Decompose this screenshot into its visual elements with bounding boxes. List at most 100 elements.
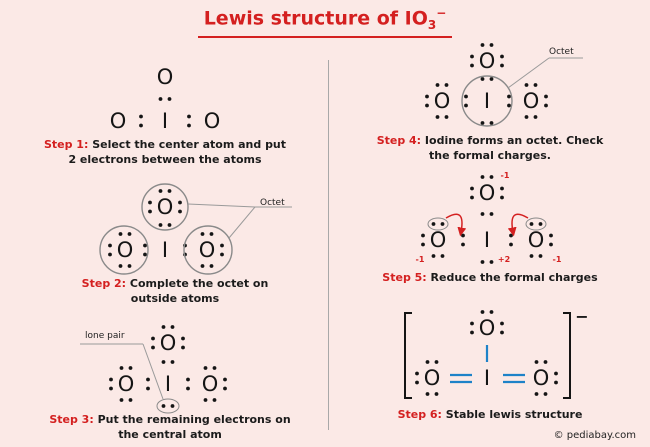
step4-iodine-lone-pair	[489, 121, 494, 125]
step1-bond-pair-right	[187, 114, 191, 119]
step3-oxygen-right: O	[202, 372, 219, 396]
step6-caption: Step 6: Stable lewis structure	[370, 407, 610, 422]
title-subscript: 3	[427, 18, 437, 33]
title-text: Lewis structure of IO	[203, 7, 428, 30]
octet-label-step2: Octet	[260, 198, 285, 208]
step5-oxygen-top: O	[479, 181, 496, 205]
step5-oxygen-left-lone-pair-left	[421, 242, 425, 247]
step3-oxygen-left-lone-pair-bottom	[128, 398, 133, 402]
step4-oxygen-right-lone-pair-top	[524, 83, 529, 87]
step3-oxygen-top-lone-pair-top	[161, 325, 166, 329]
step5-formal-charge-right: -1	[553, 255, 562, 264]
step1-bond-pair-right	[187, 123, 191, 128]
step5-electron-pair-ring-right	[525, 217, 547, 231]
step2-oxygen-right-lone-pair-top	[209, 232, 214, 236]
title-underline	[198, 36, 452, 38]
step6-oxygen-top-lone-pair-left	[470, 321, 474, 326]
step2-oxygen-right-lone-pair-bottom	[209, 264, 214, 268]
step3-oxygen-top-lone-pair-left	[151, 345, 155, 350]
step2-pointer-line	[228, 206, 256, 239]
step6-oxygen-top-lone-pair-right	[500, 330, 504, 335]
step5-oxygen-left-lone-pair-bottom	[431, 254, 436, 258]
step3-oxygen-left-lone-pair-bottom	[119, 398, 124, 402]
step3-text: Put the remaining electrons on the centr…	[93, 413, 291, 441]
step2-octet-ring-left	[99, 225, 149, 275]
step4-oxygen-right-lone-pair-bottom	[524, 115, 529, 119]
step5-bond-pair-top	[489, 212, 494, 216]
step4-oxygen-top: O	[479, 49, 496, 73]
step5-oxygen-right-lone-pair-bottom	[538, 254, 543, 258]
step3-oxygen-left-lone-pair-left	[109, 377, 113, 382]
step1-iodine: I	[162, 109, 168, 133]
step1-number: Step 1:	[43, 138, 89, 151]
step3-lone-pair-ring	[156, 398, 180, 414]
step2-oxygen-right-lone-pair-right	[220, 252, 224, 257]
step4-bond-pair-right	[507, 94, 511, 99]
step2-oxygen-top-lone-pair-left	[148, 209, 152, 214]
step2-oxygen-top-lone-pair-right	[178, 209, 182, 214]
step4-oxygen-top-lone-pair-right	[500, 54, 504, 59]
step4-oxygen-left-lone-pair-left	[425, 94, 429, 99]
step2-text: Complete the octet on outside atoms	[126, 277, 269, 305]
step3-oxygen-top-lone-pair-left	[151, 336, 155, 341]
step3-iodine: I	[165, 372, 171, 396]
step6-oxygen-top-lone-pair-top	[480, 310, 485, 314]
step2-oxygen-top-lone-pair-left	[148, 200, 152, 205]
step2-number: Step 2:	[81, 277, 127, 290]
step5-iodine-lone-pair	[480, 260, 485, 264]
step6-oxygen-left-lone-pair-bottom	[425, 392, 430, 396]
step6-oxygen-right-lone-pair-right	[554, 380, 558, 385]
step6-oxygen-top-lone-pair-left	[470, 330, 474, 335]
step3-bond-pair-left	[146, 386, 150, 391]
step2-oxygen-left: O	[117, 238, 134, 262]
step4-oxygen-right-lone-pair-bottom	[533, 115, 538, 119]
step5-oxygen-right-lone-pair-right	[549, 242, 553, 247]
step2-oxygen-top: O	[157, 195, 174, 219]
step5-caption: Step 5: Reduce the formal charges	[370, 270, 610, 285]
step5-formal-charge-iodine: +2	[498, 255, 510, 264]
step2-oxygen-top-lone-pair-right	[178, 200, 182, 205]
step5-oxygen-left: O	[430, 228, 447, 252]
step5-bond-pair-left	[461, 233, 465, 238]
step1-bond-pair-left	[139, 123, 143, 128]
step4-bond-pair-right	[507, 103, 511, 108]
step3-oxygen-top-lone-pair-right	[181, 345, 185, 350]
step2-oxygen-left-lone-pair-bottom	[118, 264, 123, 268]
step4-bond-pair-top	[489, 77, 494, 81]
step5-number: Step 5:	[382, 271, 427, 284]
step5-oxygen-top-lone-pair-left	[470, 186, 474, 191]
step3-oxygen-top: O	[160, 331, 177, 355]
step4-oxygen-right-lone-pair-top	[533, 83, 538, 87]
step5-formal-charge-left: -1	[416, 255, 425, 264]
step4-oxygen-top-lone-pair-left	[470, 63, 474, 68]
step5-curved-arrow-left	[445, 213, 467, 237]
step2-oxygen-top-lone-pair-top	[158, 189, 163, 193]
step5-oxygen-top-lone-pair-right	[500, 195, 504, 200]
step2-oxygen-right-lone-pair-top	[200, 232, 205, 236]
step6-bracket-left	[404, 312, 412, 399]
step4-octet-ring-iodine	[461, 75, 513, 127]
step1-oxygen-top: O	[157, 65, 174, 89]
step5-formal-charge-top: -1	[501, 171, 510, 180]
step5-iodine: I	[484, 228, 490, 252]
step3-pointer-line	[142, 343, 164, 400]
step4-bond-pair-top	[480, 77, 485, 81]
step4-oxygen-left-lone-pair-top	[435, 83, 440, 87]
step2-octet-ring-right	[183, 225, 233, 275]
step2-bond-pair-left	[143, 252, 147, 257]
step3-number: Step 3:	[49, 413, 94, 426]
step3-caption: Step 3: Put the remaining electrons on t…	[40, 412, 300, 442]
step5-electron-pair-ring-left	[427, 217, 449, 231]
step2-octet-ring-top	[141, 183, 189, 231]
step5-oxygen-left-lone-pair-top	[440, 222, 445, 226]
step1-caption: Step 1: Select the center atom and put 2…	[40, 137, 290, 167]
step5-oxygen-left-lone-pair-left	[421, 233, 425, 238]
step4-pointer-line	[507, 57, 550, 89]
step5-oxygen-top-lone-pair-right	[500, 186, 504, 191]
step5-bond-pair-left	[461, 242, 465, 247]
step6-oxygen-right-lone-pair-bottom	[534, 392, 539, 396]
step3-oxygen-left-lone-pair-top	[119, 366, 124, 370]
step4-oxygen-left-lone-pair-top	[444, 83, 449, 87]
